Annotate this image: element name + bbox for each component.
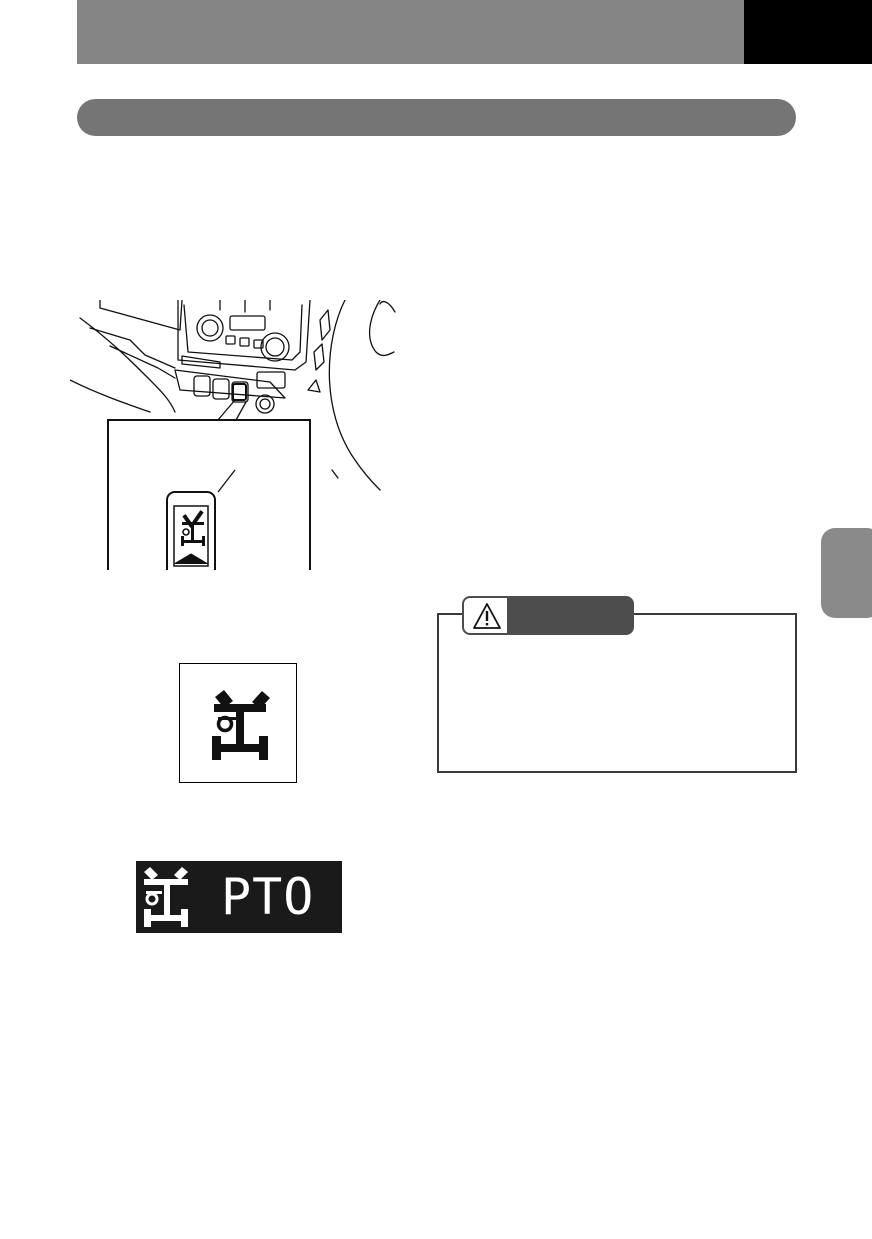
page-header-chapter-block [744,0,872,64]
pto-indicator-icon [144,867,188,927]
chapter-thumb-tab [821,528,872,618]
inset-pto-symbol [181,510,205,546]
page-header-bar [77,0,744,64]
warning-triangle-icon [473,603,501,629]
pto-symbol-box [179,663,297,783]
pto-indicator-text: PTO [221,868,315,926]
caution-box [437,613,797,773]
dashboard-line-drawing [69,299,396,583]
pto-indicator-display: PTO [136,861,342,933]
section-heading-bar [77,99,796,136]
pto-symbol-icon [212,690,270,760]
inset-pto-switch [166,469,236,583]
caution-icon-box [463,597,508,634]
pto-switch-dashboard-illustration [69,299,400,583]
